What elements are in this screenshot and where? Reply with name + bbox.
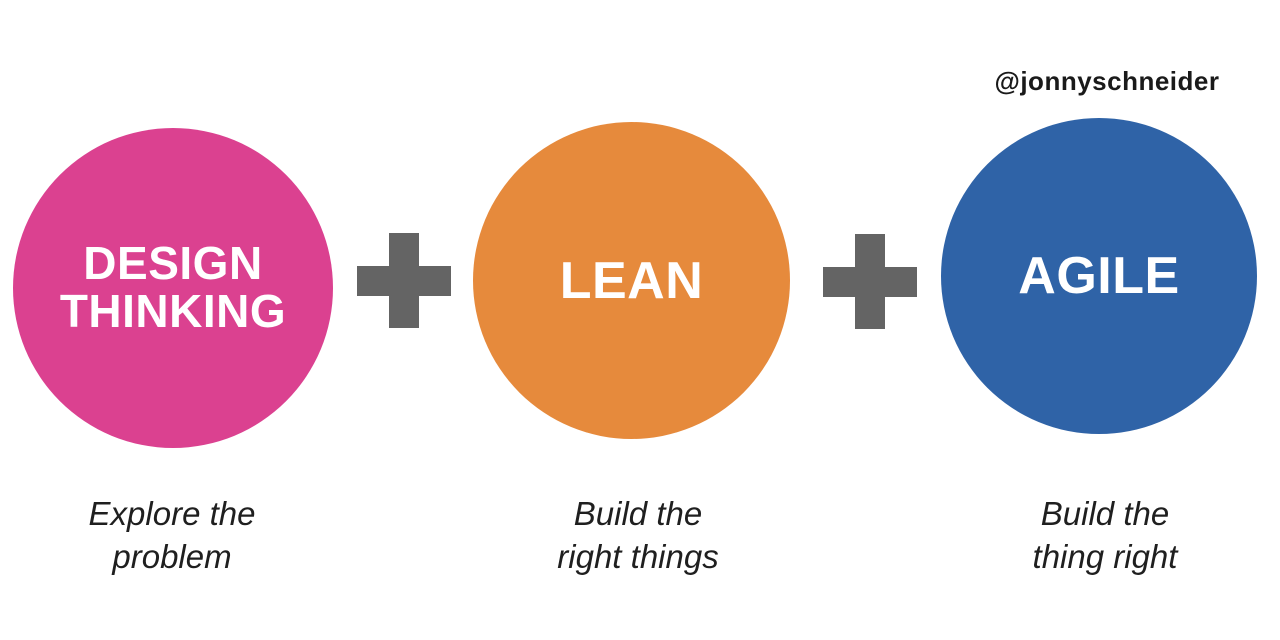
caption-lean: Build the right things: [557, 495, 719, 575]
attribution-handle: @jonnyschneider: [994, 66, 1220, 96]
plus-icon: [357, 233, 451, 328]
circle-lean-label: LEAN: [559, 251, 704, 310]
circle-agile-label: AGILE: [1018, 247, 1180, 305]
plus-icon: [823, 234, 917, 329]
circle-design-thinking-label: DESIGN THINKING: [59, 237, 287, 337]
caption-design-thinking: Explore the problem: [88, 495, 256, 575]
plus-bar-vertical: [389, 233, 419, 328]
circle-design-thinking: DESIGN THINKING: [13, 128, 333, 448]
circle-agile: AGILE: [941, 118, 1257, 434]
caption-agile: Build the thing right: [1032, 495, 1178, 575]
plus-bar-vertical: [855, 234, 885, 329]
circle-lean: LEAN: [473, 122, 790, 439]
